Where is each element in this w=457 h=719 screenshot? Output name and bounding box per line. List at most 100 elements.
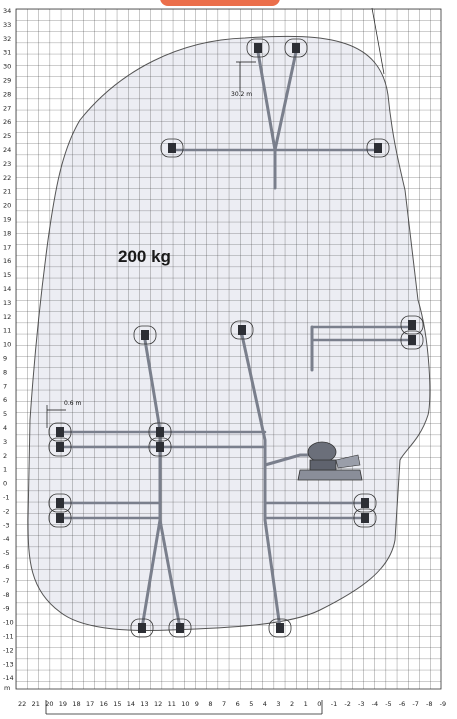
x-tick-label: 14 <box>127 700 135 708</box>
basket-icon <box>230 320 254 340</box>
basket-icon <box>48 493 72 513</box>
grid-border <box>15 8 442 690</box>
baskets <box>48 38 424 638</box>
basket-icon <box>366 138 390 158</box>
x-tick-label: 12 <box>154 700 162 708</box>
y-tick-label: 10 <box>3 341 11 349</box>
x-tick-label: 0 <box>317 700 321 708</box>
y-tick-label: 27 <box>3 104 11 112</box>
y-tick-label: 33 <box>3 21 11 29</box>
y-tick-label: -7 <box>3 577 9 585</box>
y-tick-label: 23 <box>3 160 11 168</box>
x-tick-label: 19 <box>59 700 67 708</box>
y-tick-label: -9 <box>3 605 9 613</box>
y-tick-label: 34 <box>3 7 11 15</box>
y-tick-label: -8 <box>3 591 9 599</box>
baseline-bracket <box>45 700 323 715</box>
basket-icon <box>130 618 154 638</box>
y-tick-label: 26 <box>3 118 11 126</box>
x-tick-label: 6 <box>236 700 240 708</box>
basket-icon <box>133 325 157 345</box>
y-tick-label: 18 <box>3 229 11 237</box>
title-banner-fragment <box>160 0 280 6</box>
x-tick-label: 5 <box>249 700 253 708</box>
offset-dimension <box>46 405 66 428</box>
grid <box>16 9 441 689</box>
y-tick-label: -3 <box>3 521 9 529</box>
x-tick-label: -9 <box>440 700 446 708</box>
y-tick-label: 32 <box>3 35 11 43</box>
y-tick-label: -14 <box>3 674 14 682</box>
y-tick-label: -13 <box>3 660 14 668</box>
basket-icon <box>148 437 172 457</box>
y-tick-label: 13 <box>3 299 11 307</box>
y-tick-label: 8 <box>3 368 7 376</box>
basket-icon <box>160 138 184 158</box>
basket-icon <box>48 437 72 457</box>
x-tick-label: -4 <box>372 700 378 708</box>
y-tick-label: -4 <box>3 535 9 543</box>
basket-icon <box>400 315 424 335</box>
basket-icon <box>353 508 377 528</box>
y-tick-label: -12 <box>3 646 14 654</box>
x-tick-label: 3 <box>276 700 280 708</box>
x-tick-label: -3 <box>358 700 364 708</box>
pointer-line <box>371 7 385 75</box>
x-tick-label: 2 <box>290 700 294 708</box>
y-tick-label: 15 <box>3 271 11 279</box>
y-tick-label: 25 <box>3 132 11 140</box>
x-tick-label: 13 <box>140 700 148 708</box>
y-tick-label: -10 <box>3 619 14 627</box>
y-tick-label: 30 <box>3 63 11 71</box>
y-tick-label: 24 <box>3 146 11 154</box>
x-tick-label: 15 <box>113 700 121 708</box>
y-tick-label: 21 <box>3 188 11 196</box>
basket-icon <box>246 38 270 58</box>
y-tick-label: 12 <box>3 313 11 321</box>
basket-icon <box>48 508 72 528</box>
x-tick-label: 11 <box>168 700 176 708</box>
x-tick-label: -8 <box>426 700 432 708</box>
basket-icon <box>148 422 172 442</box>
y-axis-unit: m <box>4 684 10 692</box>
y-tick-label: 20 <box>3 202 11 210</box>
y-axis-ticks: 3433323130292827262524232221201918171615… <box>3 7 14 682</box>
y-tick-label: 16 <box>3 257 11 265</box>
load-capacity-label: 200 kg <box>118 247 171 266</box>
x-tick-label: 10 <box>181 700 189 708</box>
y-tick-label: 5 <box>3 410 7 418</box>
basket-icon <box>48 422 72 442</box>
x-tick-label: 8 <box>208 700 212 708</box>
basket-icon <box>400 330 424 350</box>
x-tick-label: 20 <box>45 700 53 708</box>
booms <box>58 50 414 630</box>
offset-dimension-label: 0.6 m <box>64 400 81 407</box>
y-tick-label: 31 <box>3 49 11 57</box>
y-tick-label: 28 <box>3 90 11 98</box>
vehicle <box>297 441 363 481</box>
x-tick-label: -7 <box>412 700 418 708</box>
x-tick-label: -5 <box>385 700 391 708</box>
y-tick-label: 9 <box>3 355 7 363</box>
y-tick-label: 3 <box>3 438 7 446</box>
x-tick-label: 16 <box>100 700 108 708</box>
basket-icon <box>353 493 377 513</box>
height-dimension-label: 30.2 m <box>231 91 252 98</box>
x-tick-label: 4 <box>263 700 267 708</box>
y-tick-label: 14 <box>3 285 11 293</box>
x-tick-label: 18 <box>72 700 80 708</box>
y-tick-label: 17 <box>3 243 11 251</box>
y-tick-label: 22 <box>3 174 11 182</box>
y-tick-label: -6 <box>3 563 9 571</box>
x-tick-label: -6 <box>399 700 405 708</box>
basket-icon <box>168 618 192 638</box>
x-tick-label: 1 <box>304 700 308 708</box>
x-tick-label: -2 <box>344 700 350 708</box>
y-tick-label: 11 <box>3 327 11 335</box>
x-tick-label: 9 <box>195 700 199 708</box>
y-tick-label: -5 <box>3 549 9 557</box>
y-tick-label: 29 <box>3 77 11 85</box>
y-tick-label: 19 <box>3 216 11 224</box>
y-tick-label: 0 <box>3 480 7 488</box>
